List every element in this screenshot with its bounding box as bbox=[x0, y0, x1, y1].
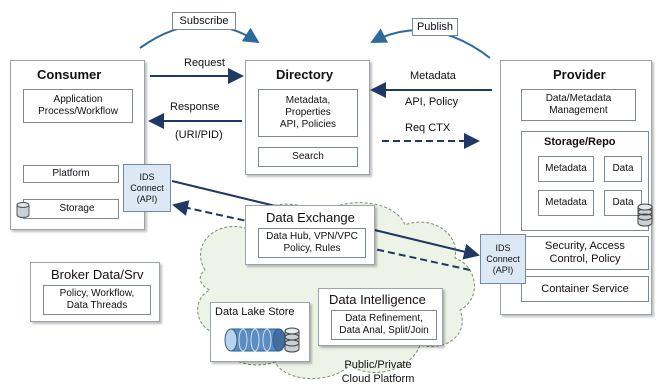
subscribe-label: Subscribe bbox=[172, 12, 236, 30]
data-intelligence-panel: Data Intelligence Data Refinement, Data … bbox=[318, 288, 443, 346]
data-exchange-body: Data Hub, VPN/VPC Policy, Rules bbox=[258, 228, 366, 258]
broker-body: Policy, Workflow, Data Threads bbox=[43, 285, 151, 315]
provider-title: Provider bbox=[553, 67, 606, 82]
req-ctx-label: Req CTX bbox=[405, 122, 451, 134]
consumer-panel: Consumer Application Process/Workflow Pl… bbox=[10, 60, 145, 230]
broker-panel: Broker Data/Srv Policy, Workflow, Data T… bbox=[30, 262, 160, 322]
response-label: Response bbox=[170, 101, 220, 113]
container-service-box: Container Service bbox=[521, 276, 649, 302]
ids-connect-left: IDS Connect (API) bbox=[123, 164, 171, 212]
consumer-title: Consumer bbox=[37, 67, 102, 82]
ids-dashed-link bbox=[172, 200, 471, 271]
data-lake-title: Data Lake Store bbox=[215, 306, 295, 318]
repo-data-2: Data bbox=[604, 190, 642, 216]
data-lake-panel: Data Lake Store bbox=[210, 302, 310, 362]
ids-connect-right: IDS Connect (API) bbox=[480, 234, 526, 284]
uri-label: (URI/PID) bbox=[175, 129, 223, 141]
provider-panel: Provider Data/Metadata Management Storag… bbox=[500, 60, 653, 315]
directory-title: Directory bbox=[276, 67, 334, 82]
database-icon bbox=[16, 202, 30, 218]
storage-repo-title: Storage/Repo bbox=[544, 136, 616, 148]
storage-box: Storage bbox=[23, 199, 119, 219]
directory-panel: Directory Metadata, Properties API, Poli… bbox=[245, 60, 370, 175]
data-metadata-mgmt-box: Data/Metadata Management bbox=[521, 89, 636, 121]
data-exchange-panel: Data Exchange Data Hub, VPN/VPC Policy, … bbox=[245, 205, 375, 265]
api-policy-label: API, Policy bbox=[405, 96, 459, 108]
database-icon bbox=[637, 203, 653, 227]
data-exchange-title: Data Exchange bbox=[266, 210, 355, 225]
publish-label: Publish bbox=[412, 18, 458, 36]
repo-metadata-1: Metadata bbox=[538, 156, 594, 182]
metadata-arrow-label: Metadata bbox=[410, 70, 456, 82]
data-intelligence-title: Data Intelligence bbox=[329, 292, 426, 307]
search-box: Search bbox=[258, 147, 358, 167]
security-box: Security, Access Control, Policy bbox=[521, 236, 649, 270]
cloud-platform-label: Public/Private Cloud Platform bbox=[341, 359, 415, 385]
data-intelligence-body: Data Refinement, Data Anal, Split/Join bbox=[331, 310, 437, 340]
platform-box: Platform bbox=[23, 165, 119, 183]
directory-metadata-box: Metadata, Properties API, Policies bbox=[258, 89, 358, 137]
request-label: Request bbox=[184, 57, 225, 69]
data-lake-cylinder-icon bbox=[224, 327, 300, 353]
broker-title: Broker Data/Srv bbox=[51, 267, 144, 282]
repo-metadata-2: Metadata bbox=[538, 190, 594, 216]
storage-repo-box: Storage/Repo Metadata Data Metadata Data bbox=[521, 131, 649, 231]
repo-data-1: Data bbox=[604, 156, 642, 182]
application-box: Application Process/Workflow bbox=[23, 89, 133, 123]
